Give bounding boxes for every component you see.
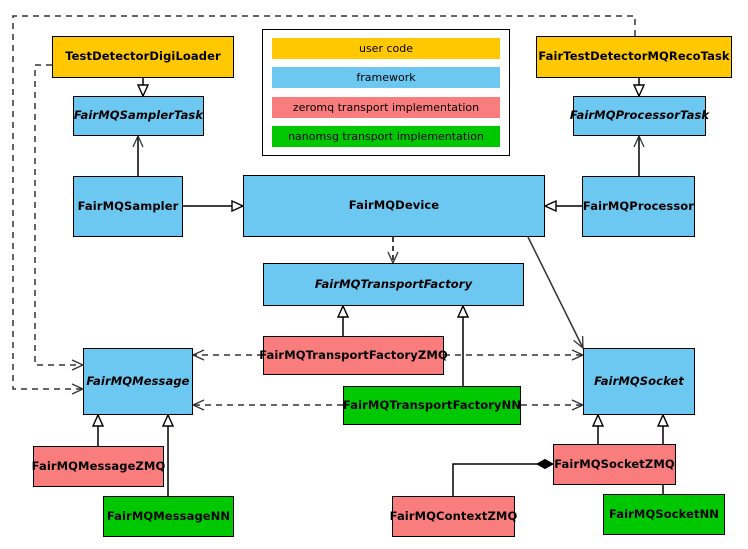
class-node-fairmqtransportfactory[interactable]: FairMQTransportFactory <box>263 263 524 306</box>
legend-item-user-code: user code <box>272 38 500 59</box>
edge-device-socket <box>527 236 583 348</box>
class-node-fairmqsocketnn[interactable]: FairMQSocketNN <box>603 494 725 535</box>
class-node-fairmqmessagenn[interactable]: FairMQMessageNN <box>103 496 234 537</box>
class-node-fairmqdevice[interactable]: FairMQDevice <box>243 175 545 237</box>
class-node-fairmqsocket[interactable]: FairMQSocket <box>583 348 695 415</box>
class-node-fairmqprocessor[interactable]: FairMQProcessor <box>582 176 695 237</box>
legend-item-zeromq: zeromq transport implementation <box>272 96 500 118</box>
edge-contextzmq-socketzmq <box>452 464 553 496</box>
class-node-fairmqprocessortask[interactable]: FairMQProcessorTask <box>570 96 709 136</box>
class-node-fairtestdetectormqrecotask[interactable]: FairTestDetectorMQRecoTask <box>536 36 732 78</box>
legend-box: user code framework zeromq transport imp… <box>262 29 510 156</box>
class-node-fairmqtransportfactoryzmq[interactable]: FairMQTransportFactoryZMQ <box>259 336 448 375</box>
class-node-fairmqsampler[interactable]: FairMQSampler <box>73 176 183 237</box>
class-node-fairmqsocketzmq[interactable]: FairMQSocketZMQ <box>553 444 676 485</box>
legend-item-nanomsg: nanomsg transport implementation <box>272 125 500 147</box>
edge-recotask-message <box>12 15 636 389</box>
class-node-fairmqsamplertask[interactable]: FairMQSamplerTask <box>73 96 204 136</box>
class-node-fairmqtransportfactorynn[interactable]: FairMQTransportFactoryNN <box>343 386 521 425</box>
class-node-fairmqmessage[interactable]: FairMQMessage <box>83 348 193 415</box>
edge-digiloader-message <box>34 64 83 365</box>
class-node-testdetectordigiloader[interactable]: TestDetectorDigiLoader <box>52 36 234 78</box>
class-node-fairmqmessagezmq[interactable]: FairMQMessageZMQ <box>32 446 165 487</box>
class-node-fairmqcontextzmq[interactable]: FairMQContextZMQ <box>390 496 517 537</box>
legend-item-framework: framework <box>272 67 500 89</box>
